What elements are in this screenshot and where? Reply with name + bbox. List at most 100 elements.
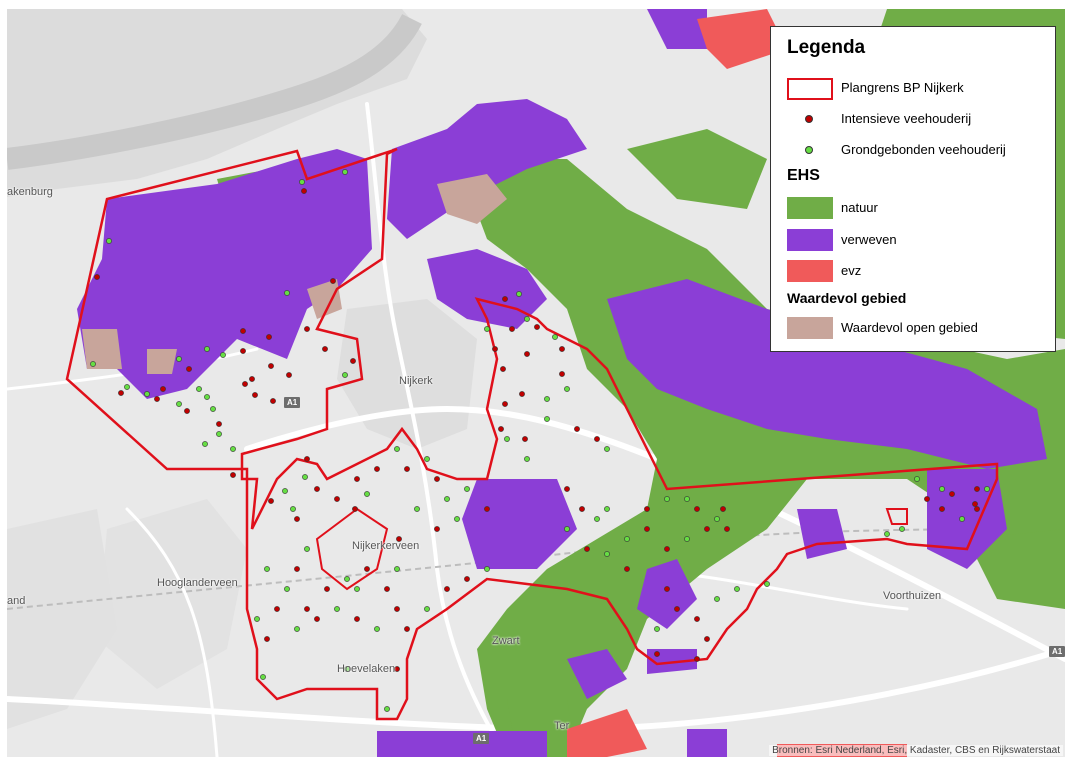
grondgebonden-veehouderij-marker[interactable] — [106, 238, 112, 244]
intensieve-veehouderij-marker[interactable] — [384, 586, 390, 592]
intensieve-veehouderij-marker[interactable] — [974, 506, 980, 512]
intensieve-veehouderij-marker[interactable] — [522, 436, 528, 442]
intensieve-veehouderij-marker[interactable] — [352, 506, 358, 512]
intensieve-veehouderij-marker[interactable] — [644, 506, 650, 512]
intensieve-veehouderij-marker[interactable] — [704, 636, 710, 642]
intensieve-veehouderij-marker[interactable] — [264, 636, 270, 642]
intensieve-veehouderij-marker[interactable] — [654, 651, 660, 657]
grondgebonden-veehouderij-marker[interactable] — [484, 326, 490, 332]
grondgebonden-veehouderij-marker[interactable] — [884, 531, 890, 537]
grondgebonden-veehouderij-marker[interactable] — [444, 496, 450, 502]
grondgebonden-veehouderij-marker[interactable] — [564, 386, 570, 392]
grondgebonden-veehouderij-marker[interactable] — [899, 526, 905, 532]
intensieve-veehouderij-marker[interactable] — [584, 546, 590, 552]
grondgebonden-veehouderij-marker[interactable] — [764, 581, 770, 587]
grondgebonden-veehouderij-marker[interactable] — [196, 386, 202, 392]
grondgebonden-veehouderij-marker[interactable] — [294, 626, 300, 632]
grondgebonden-veehouderij-marker[interactable] — [342, 169, 348, 175]
intensieve-veehouderij-marker[interactable] — [720, 506, 726, 512]
intensieve-veehouderij-marker[interactable] — [644, 526, 650, 532]
intensieve-veehouderij-marker[interactable] — [694, 616, 700, 622]
grondgebonden-veehouderij-marker[interactable] — [734, 586, 740, 592]
grondgebonden-veehouderij-marker[interactable] — [176, 356, 182, 362]
intensieve-veehouderij-marker[interactable] — [268, 498, 274, 504]
intensieve-veehouderij-marker[interactable] — [186, 366, 192, 372]
grondgebonden-veehouderij-marker[interactable] — [914, 476, 920, 482]
grondgebonden-veehouderij-marker[interactable] — [354, 586, 360, 592]
grondgebonden-veehouderij-marker[interactable] — [230, 446, 236, 452]
intensieve-veehouderij-marker[interactable] — [154, 396, 160, 402]
intensieve-veehouderij-marker[interactable] — [230, 472, 236, 478]
grondgebonden-veehouderij-marker[interactable] — [564, 526, 570, 532]
grondgebonden-veehouderij-marker[interactable] — [216, 431, 222, 437]
intensieve-veehouderij-marker[interactable] — [249, 376, 255, 382]
intensieve-veehouderij-marker[interactable] — [594, 436, 600, 442]
intensieve-veehouderij-marker[interactable] — [330, 278, 336, 284]
intensieve-veehouderij-marker[interactable] — [270, 398, 276, 404]
intensieve-veehouderij-marker[interactable] — [498, 426, 504, 432]
intensieve-veehouderij-marker[interactable] — [524, 351, 530, 357]
intensieve-veehouderij-marker[interactable] — [949, 491, 955, 497]
intensieve-veehouderij-marker[interactable] — [374, 466, 380, 472]
intensieve-veehouderij-marker[interactable] — [242, 381, 248, 387]
grondgebonden-veehouderij-marker[interactable] — [684, 496, 690, 502]
grondgebonden-veehouderij-marker[interactable] — [544, 396, 550, 402]
grondgebonden-veehouderij-marker[interactable] — [516, 291, 522, 297]
grondgebonden-veehouderij-marker[interactable] — [664, 496, 670, 502]
grondgebonden-veehouderij-marker[interactable] — [414, 506, 420, 512]
intensieve-veehouderij-marker[interactable] — [404, 626, 410, 632]
intensieve-veehouderij-marker[interactable] — [674, 606, 680, 612]
intensieve-veehouderij-marker[interactable] — [350, 358, 356, 364]
intensieve-veehouderij-marker[interactable] — [624, 566, 630, 572]
intensieve-veehouderij-marker[interactable] — [694, 656, 700, 662]
grondgebonden-veehouderij-marker[interactable] — [344, 576, 350, 582]
grondgebonden-veehouderij-marker[interactable] — [299, 179, 305, 185]
intensieve-veehouderij-marker[interactable] — [724, 526, 730, 532]
intensieve-veehouderij-marker[interactable] — [704, 526, 710, 532]
intensieve-veehouderij-marker[interactable] — [500, 366, 506, 372]
intensieve-veehouderij-marker[interactable] — [301, 188, 307, 194]
grondgebonden-veehouderij-marker[interactable] — [552, 334, 558, 340]
intensieve-veehouderij-marker[interactable] — [294, 566, 300, 572]
intensieve-veehouderij-marker[interactable] — [314, 616, 320, 622]
intensieve-veehouderij-marker[interactable] — [509, 326, 515, 332]
intensieve-veehouderij-marker[interactable] — [160, 386, 166, 392]
intensieve-veehouderij-marker[interactable] — [286, 372, 292, 378]
intensieve-veehouderij-marker[interactable] — [404, 466, 410, 472]
intensieve-veehouderij-marker[interactable] — [304, 326, 310, 332]
intensieve-veehouderij-marker[interactable] — [354, 476, 360, 482]
grondgebonden-veehouderij-marker[interactable] — [290, 506, 296, 512]
grondgebonden-veehouderij-marker[interactable] — [176, 401, 182, 407]
intensieve-veehouderij-marker[interactable] — [364, 566, 370, 572]
grondgebonden-veehouderij-marker[interactable] — [334, 606, 340, 612]
grondgebonden-veehouderij-marker[interactable] — [384, 706, 390, 712]
grondgebonden-veehouderij-marker[interactable] — [654, 626, 660, 632]
intensieve-veehouderij-marker[interactable] — [118, 390, 124, 396]
intensieve-veehouderij-marker[interactable] — [444, 586, 450, 592]
grondgebonden-veehouderij-marker[interactable] — [260, 674, 266, 680]
grondgebonden-veehouderij-marker[interactable] — [984, 486, 990, 492]
intensieve-veehouderij-marker[interactable] — [924, 496, 930, 502]
intensieve-veehouderij-marker[interactable] — [974, 486, 980, 492]
grondgebonden-veehouderij-marker[interactable] — [684, 536, 690, 542]
intensieve-veehouderij-marker[interactable] — [574, 426, 580, 432]
intensieve-veehouderij-marker[interactable] — [579, 506, 585, 512]
grondgebonden-veehouderij-marker[interactable] — [424, 456, 430, 462]
intensieve-veehouderij-marker[interactable] — [184, 408, 190, 414]
intensieve-veehouderij-marker[interactable] — [394, 666, 400, 672]
grondgebonden-veehouderij-marker[interactable] — [604, 506, 610, 512]
grondgebonden-veehouderij-marker[interactable] — [594, 516, 600, 522]
intensieve-veehouderij-marker[interactable] — [216, 421, 222, 427]
grondgebonden-veehouderij-marker[interactable] — [394, 446, 400, 452]
grondgebonden-veehouderij-marker[interactable] — [344, 666, 350, 672]
grondgebonden-veehouderij-marker[interactable] — [604, 446, 610, 452]
intensieve-veehouderij-marker[interactable] — [274, 606, 280, 612]
intensieve-veehouderij-marker[interactable] — [502, 401, 508, 407]
intensieve-veehouderij-marker[interactable] — [314, 486, 320, 492]
intensieve-veehouderij-marker[interactable] — [434, 526, 440, 532]
grondgebonden-veehouderij-marker[interactable] — [144, 391, 150, 397]
intensieve-veehouderij-marker[interactable] — [94, 274, 100, 280]
grondgebonden-veehouderij-marker[interactable] — [210, 406, 216, 412]
grondgebonden-veehouderij-marker[interactable] — [939, 486, 945, 492]
intensieve-veehouderij-marker[interactable] — [324, 586, 330, 592]
